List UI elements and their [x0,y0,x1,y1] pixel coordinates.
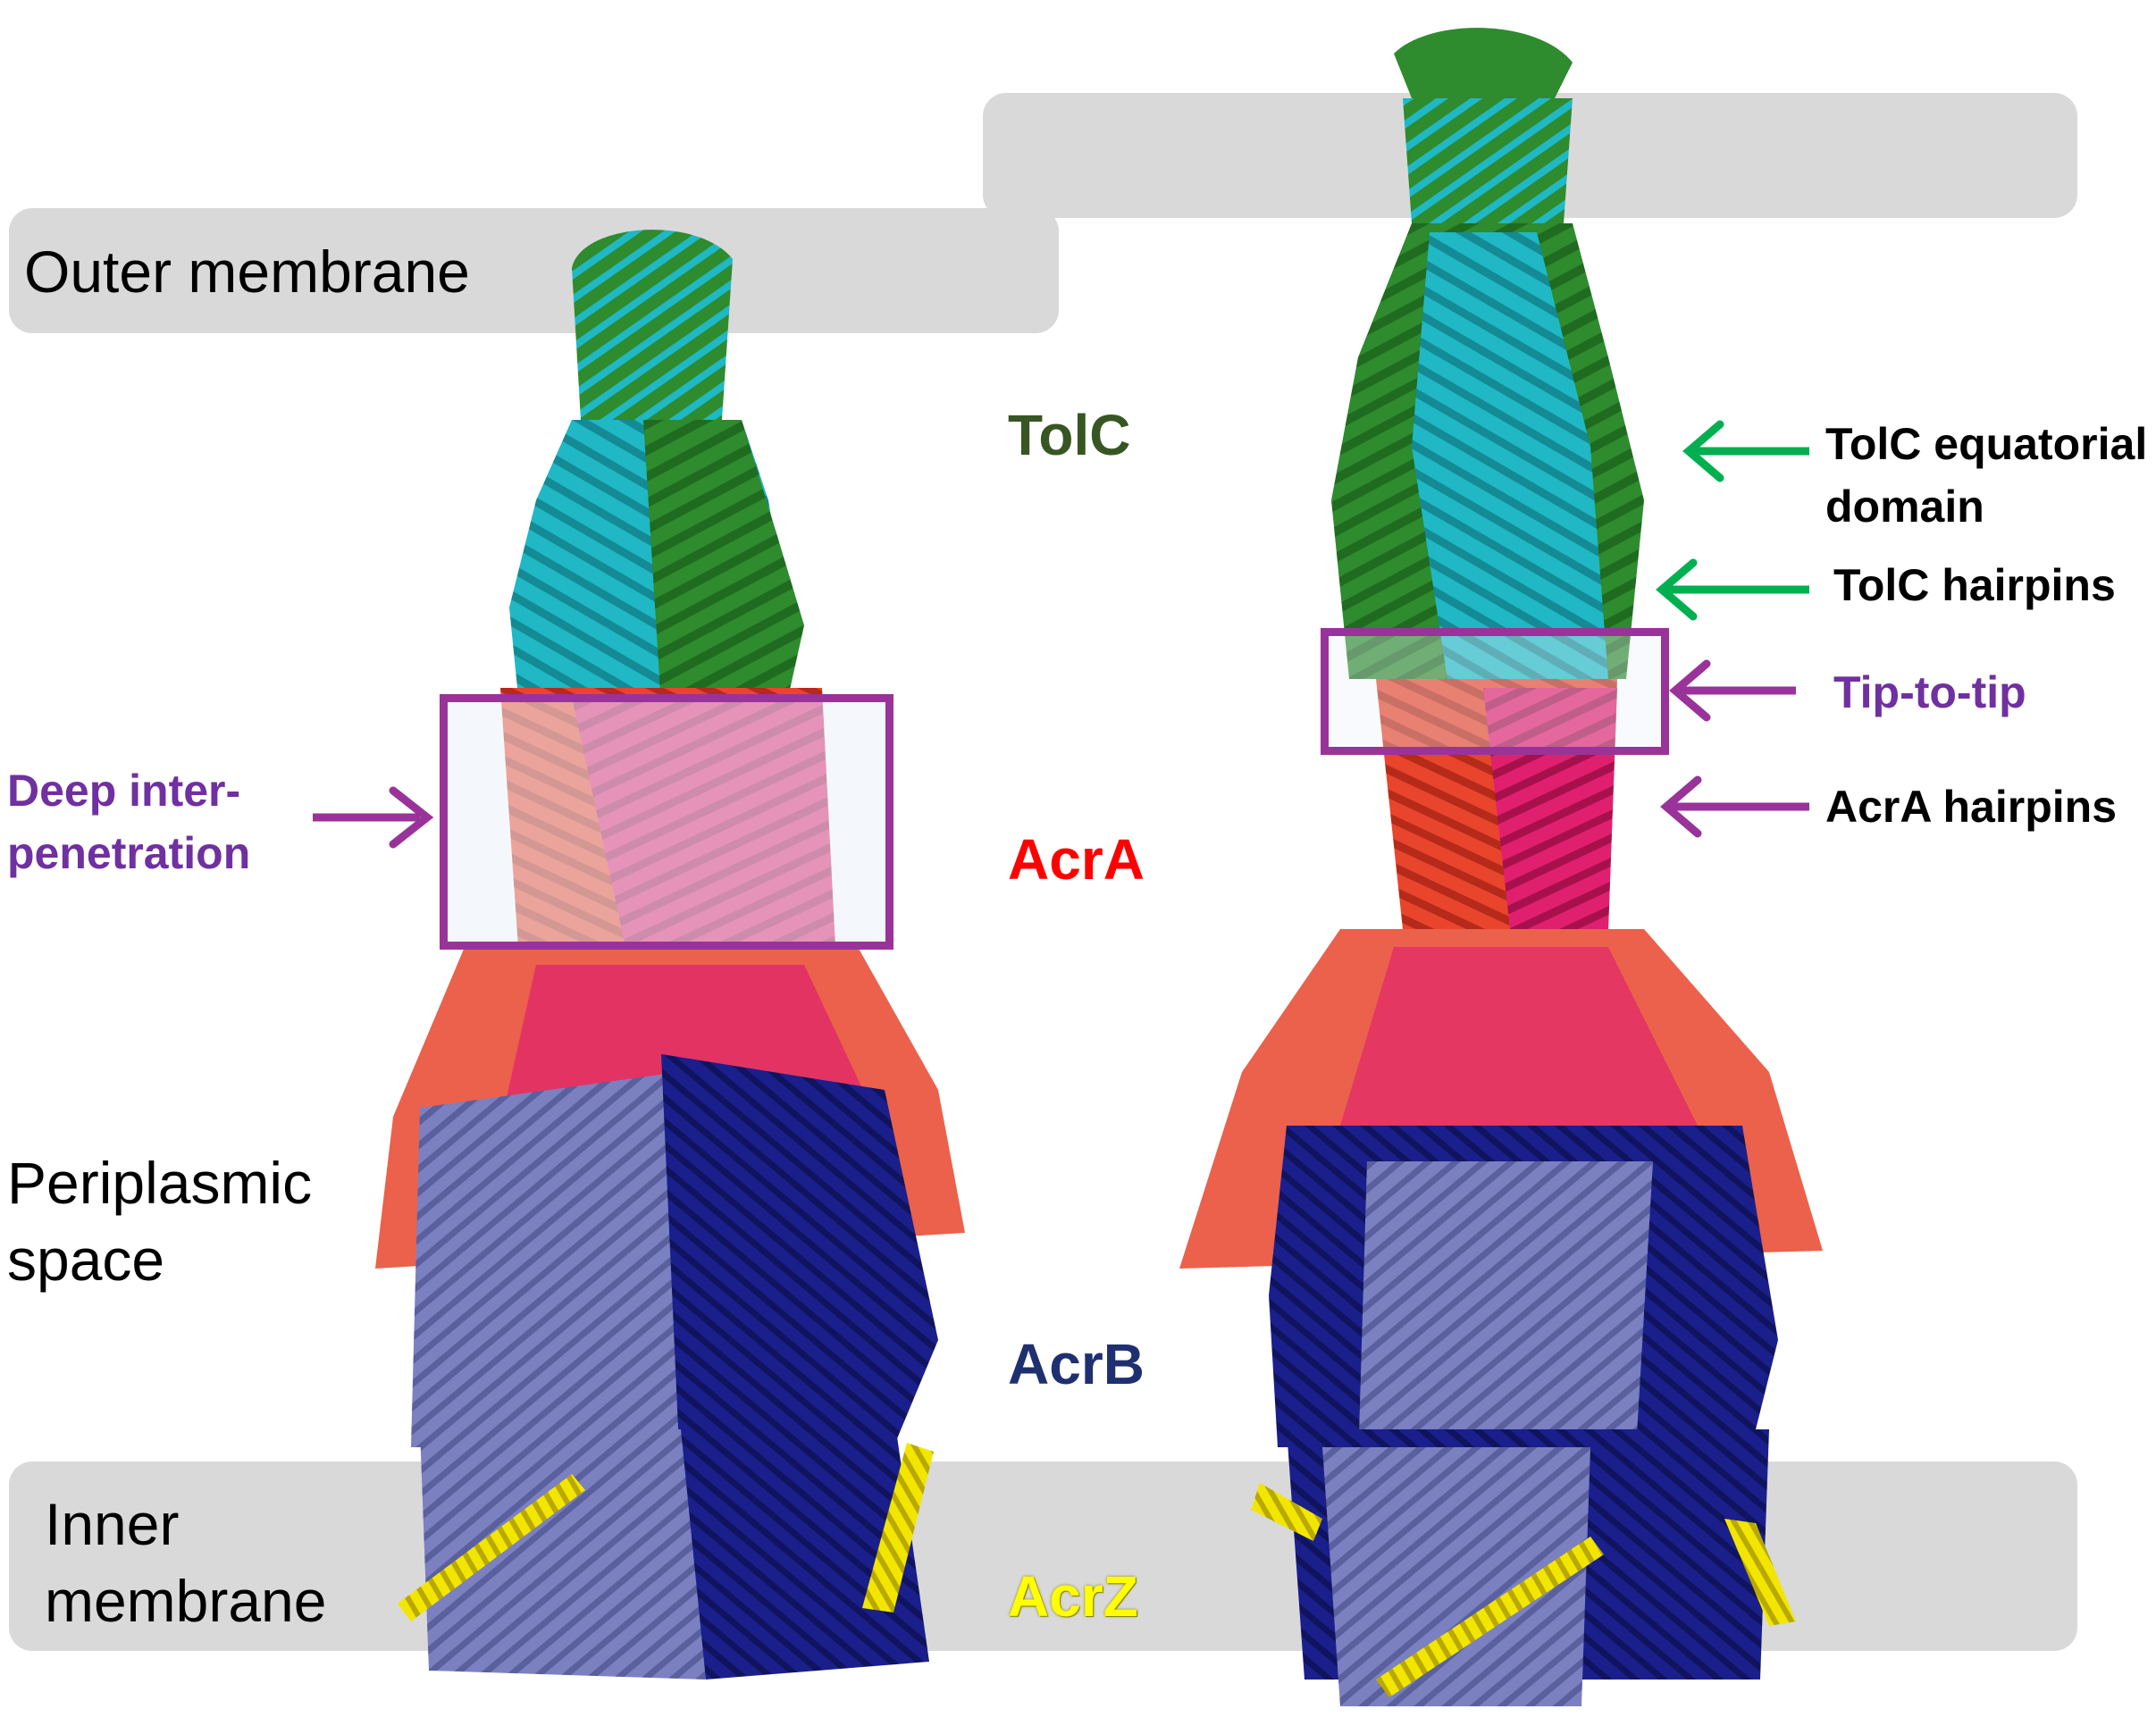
left-tolc-barrel [572,230,733,420]
green-arrow [1682,420,1809,482]
deep-interpenetration-box [440,694,893,950]
tolc-hairpins-label: TolC hairpins [1833,560,2116,610]
right-tolc-cap [1394,28,1573,99]
deep-line-2: penetration [7,828,251,878]
deep-interpenetration-label: Deep inter- penetration [7,759,250,884]
acra-label: AcrA [1008,827,1145,892]
right-acrz-helix-1 [1376,1537,1604,1697]
right-tolc-barrel [1403,98,1573,223]
tolc-equatorial-line-1: TolC equatorial [1825,419,2148,469]
left-acrb-periplasmic-navy [661,1054,938,1447]
right-acrz-helix-3 [1724,1519,1796,1626]
periplasmic-line-1: Periplasmic [7,1150,313,1216]
tolc-label: TolC [1008,403,1131,467]
left-tolc-helices-green [643,420,804,706]
left-complex [375,230,965,1680]
right-complex [1179,28,1823,1706]
left-acrb-tm-navy [679,1411,929,1680]
right-acrz-helix-2 [1251,1483,1322,1541]
inner-membrane-line-2: membrane [45,1567,327,1634]
left-acrz-helix-2 [862,1443,934,1613]
purple-arrow [1660,775,1809,838]
tolc-equatorial-line-2: domain [1825,482,1984,532]
left-acrz-helix-1 [398,1474,585,1621]
deep-line-1: Deep inter- [7,766,241,816]
outer-membrane-label: Outer membrane [24,239,470,305]
inner-membrane-label: Inner membrane [45,1487,326,1640]
acrb-label: AcrB [1008,1332,1145,1396]
right-acrb-periplasmic-lav [1358,1161,1653,1465]
right-tolc-helices-cyan [1412,232,1608,679]
purple-arrow [1669,659,1796,722]
outer-membrane-band-left [9,208,1059,333]
inner-membrane-line-1: Inner [45,1491,180,1557]
tip-to-tip-box [1321,628,1669,755]
green-arrow [1656,558,1809,621]
periplasmic-line-2: space [7,1226,165,1293]
acra-hairpins-label: AcrA hairpins [1825,782,2118,832]
left-acrb-periplasmic-lav [411,1072,697,1447]
right-acra-domains-pink [1340,947,1698,1126]
periplasmic-space-label: Periplasmic space [7,1145,312,1299]
tolc-equatorial-label: TolC equatorial domain [1825,413,2147,538]
acrz-label: AcrZ [1008,1564,1138,1629]
purple-arrow [313,786,434,849]
left-acrb-tm-lav [420,1429,706,1680]
tip-to-tip-label: Tip-to-tip [1833,667,2026,717]
right-acrb-tm-lav [1322,1447,1590,1706]
